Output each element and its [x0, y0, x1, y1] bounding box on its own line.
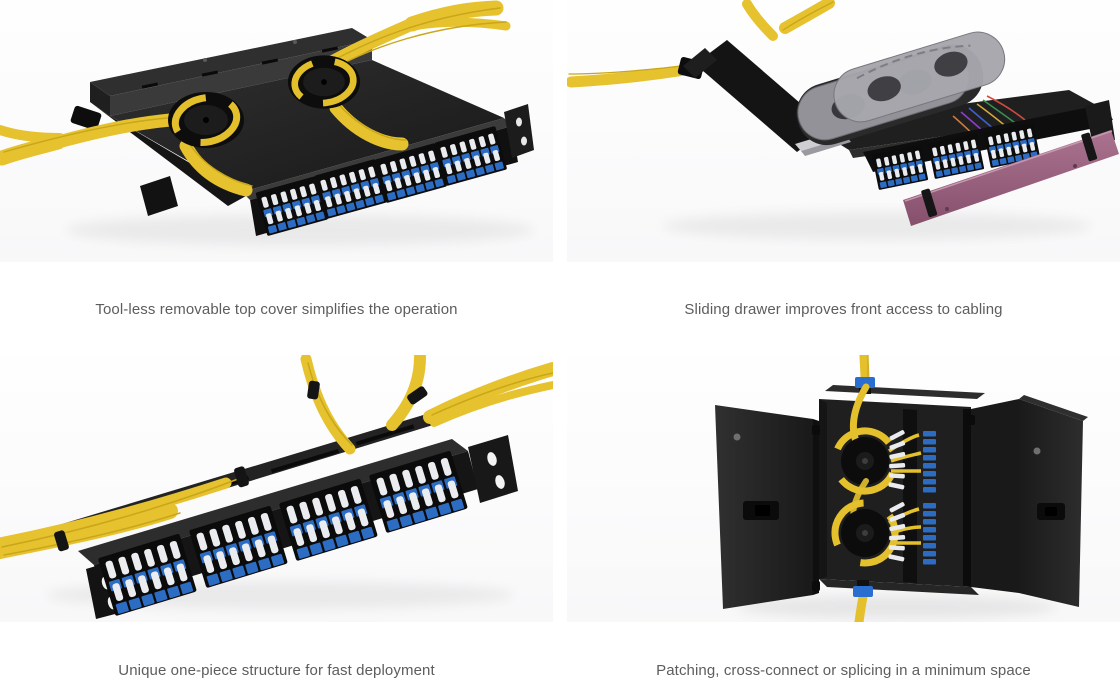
velcro-straps [54, 380, 428, 552]
right-door [971, 395, 1088, 607]
feature-tile-toolless-cover: Tool-less removable top cover simplifies… [0, 0, 553, 317]
rack-ear-left [140, 176, 178, 216]
chassis-left-side [695, 40, 829, 152]
left-door [715, 405, 819, 609]
feature-tile-sliding-drawer: Sliding drawer improves front access to … [567, 0, 1120, 317]
caption-wall-mount: Patching, cross-connect or splicing in a… [656, 662, 1031, 679]
bottom-cable-clip [853, 580, 873, 622]
photo-wall-mount [567, 355, 1120, 622]
fiber-exit-topleft [567, 0, 835, 88]
rack-ear-right [468, 435, 518, 503]
shadow [65, 214, 535, 246]
caption-sliding-drawer: Sliding drawer improves front access to … [684, 301, 1003, 318]
spool-top [831, 383, 936, 495]
fiber-spool-right [287, 55, 361, 109]
lc-adapter-banks [863, 108, 1095, 190]
cable-clamp-left [70, 105, 102, 131]
photo-one-piece [0, 355, 553, 622]
caption-toolless-cover: Tool-less removable top cover simplifies… [95, 301, 458, 318]
rack-ear-right [504, 104, 534, 158]
fiber-bundles [0, 0, 511, 197]
one-piece-panel-illustration [0, 355, 553, 619]
violet-front-panel [903, 130, 1119, 226]
rack-ear-left [683, 48, 717, 78]
caption-one-piece: Unique one-piece structure for fast depl… [118, 662, 435, 679]
feature-tile-wall-mount: Patching, cross-connect or splicing in a… [567, 355, 1120, 678]
shadow [737, 595, 1057, 619]
spool-bottom [831, 478, 936, 567]
cabinet-body [819, 385, 985, 595]
photo-toolless-cover [0, 0, 553, 262]
fiber-bundles [0, 355, 553, 559]
toolless-cover-illustration [0, 0, 535, 246]
shadow [662, 212, 1092, 240]
sliding-drawer-illustration [567, 0, 1119, 240]
wall-mount-box-illustration [715, 355, 1088, 622]
photo-sliding-drawer [567, 0, 1120, 262]
fiber-spool-left [168, 92, 244, 148]
hinges [812, 415, 975, 591]
feature-tile-one-piece: Unique one-piece structure for fast depl… [0, 355, 553, 678]
splice-trays [796, 31, 1006, 146]
